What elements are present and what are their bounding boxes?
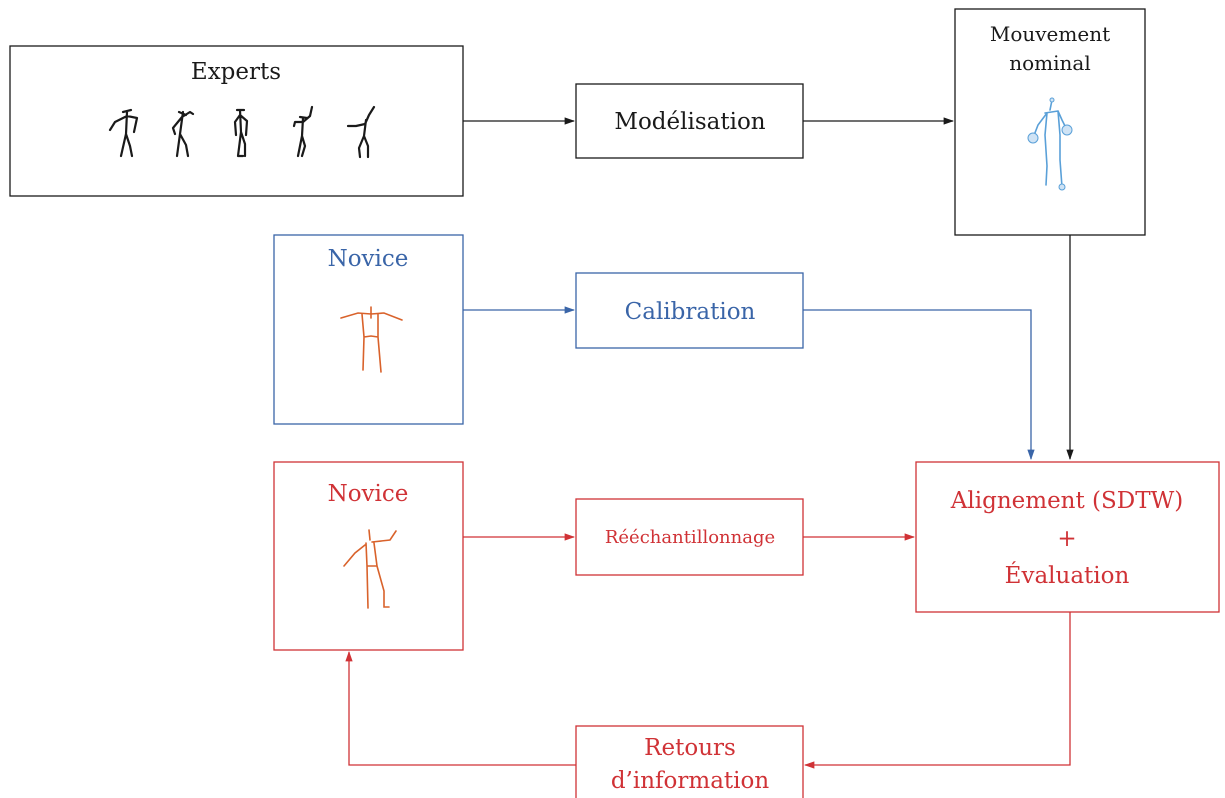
alignment-to-feedback-arrow bbox=[803, 612, 1071, 769]
novice-resampling-node: Novice bbox=[273, 461, 464, 651]
feedback-node: Retours d’information bbox=[575, 725, 804, 798]
alignment-label-line2: + bbox=[1057, 526, 1076, 552]
calibration-node: Calibration bbox=[575, 272, 804, 349]
calibration-label: Calibration bbox=[625, 299, 756, 325]
expert-stick-figures-icon bbox=[108, 105, 376, 159]
nominal-label-line1: Mouvement bbox=[990, 22, 1110, 46]
calibration-pose-skeleton-icon bbox=[340, 306, 403, 373]
nominal-skeleton-icon bbox=[1027, 97, 1073, 191]
modelisation-label: Modélisation bbox=[614, 109, 765, 135]
feedback-label-line2: d’information bbox=[611, 768, 770, 794]
calibration-to-alignment-arrow bbox=[803, 309, 1035, 461]
alignment-label-line3: Évaluation bbox=[1005, 562, 1130, 589]
novice-movement-skeleton-icon bbox=[343, 529, 397, 609]
feedback-to-novice-arrow bbox=[345, 650, 576, 766]
alignment-evaluation-node: Alignement (SDTW) + Évaluation bbox=[915, 461, 1220, 613]
alignment-label-line1: Alignement (SDTW) bbox=[950, 488, 1183, 514]
experts-label: Experts bbox=[191, 59, 281, 85]
experts-node: Experts bbox=[9, 45, 464, 197]
resampling-label: Rééchantillonnage bbox=[605, 527, 775, 548]
novice-calibration-node: Novice bbox=[273, 234, 464, 425]
resampling-node: Rééchantillonnage bbox=[575, 498, 804, 576]
modelisation-node: Modélisation bbox=[575, 83, 804, 159]
novice-resampling-label: Novice bbox=[328, 481, 409, 507]
feedback-label-line1: Retours bbox=[644, 735, 736, 761]
nominal-movement-node: Mouvement nominal bbox=[954, 8, 1146, 236]
novice-calibration-label: Novice bbox=[328, 246, 409, 272]
nominal-label-line2: nominal bbox=[1009, 51, 1090, 75]
